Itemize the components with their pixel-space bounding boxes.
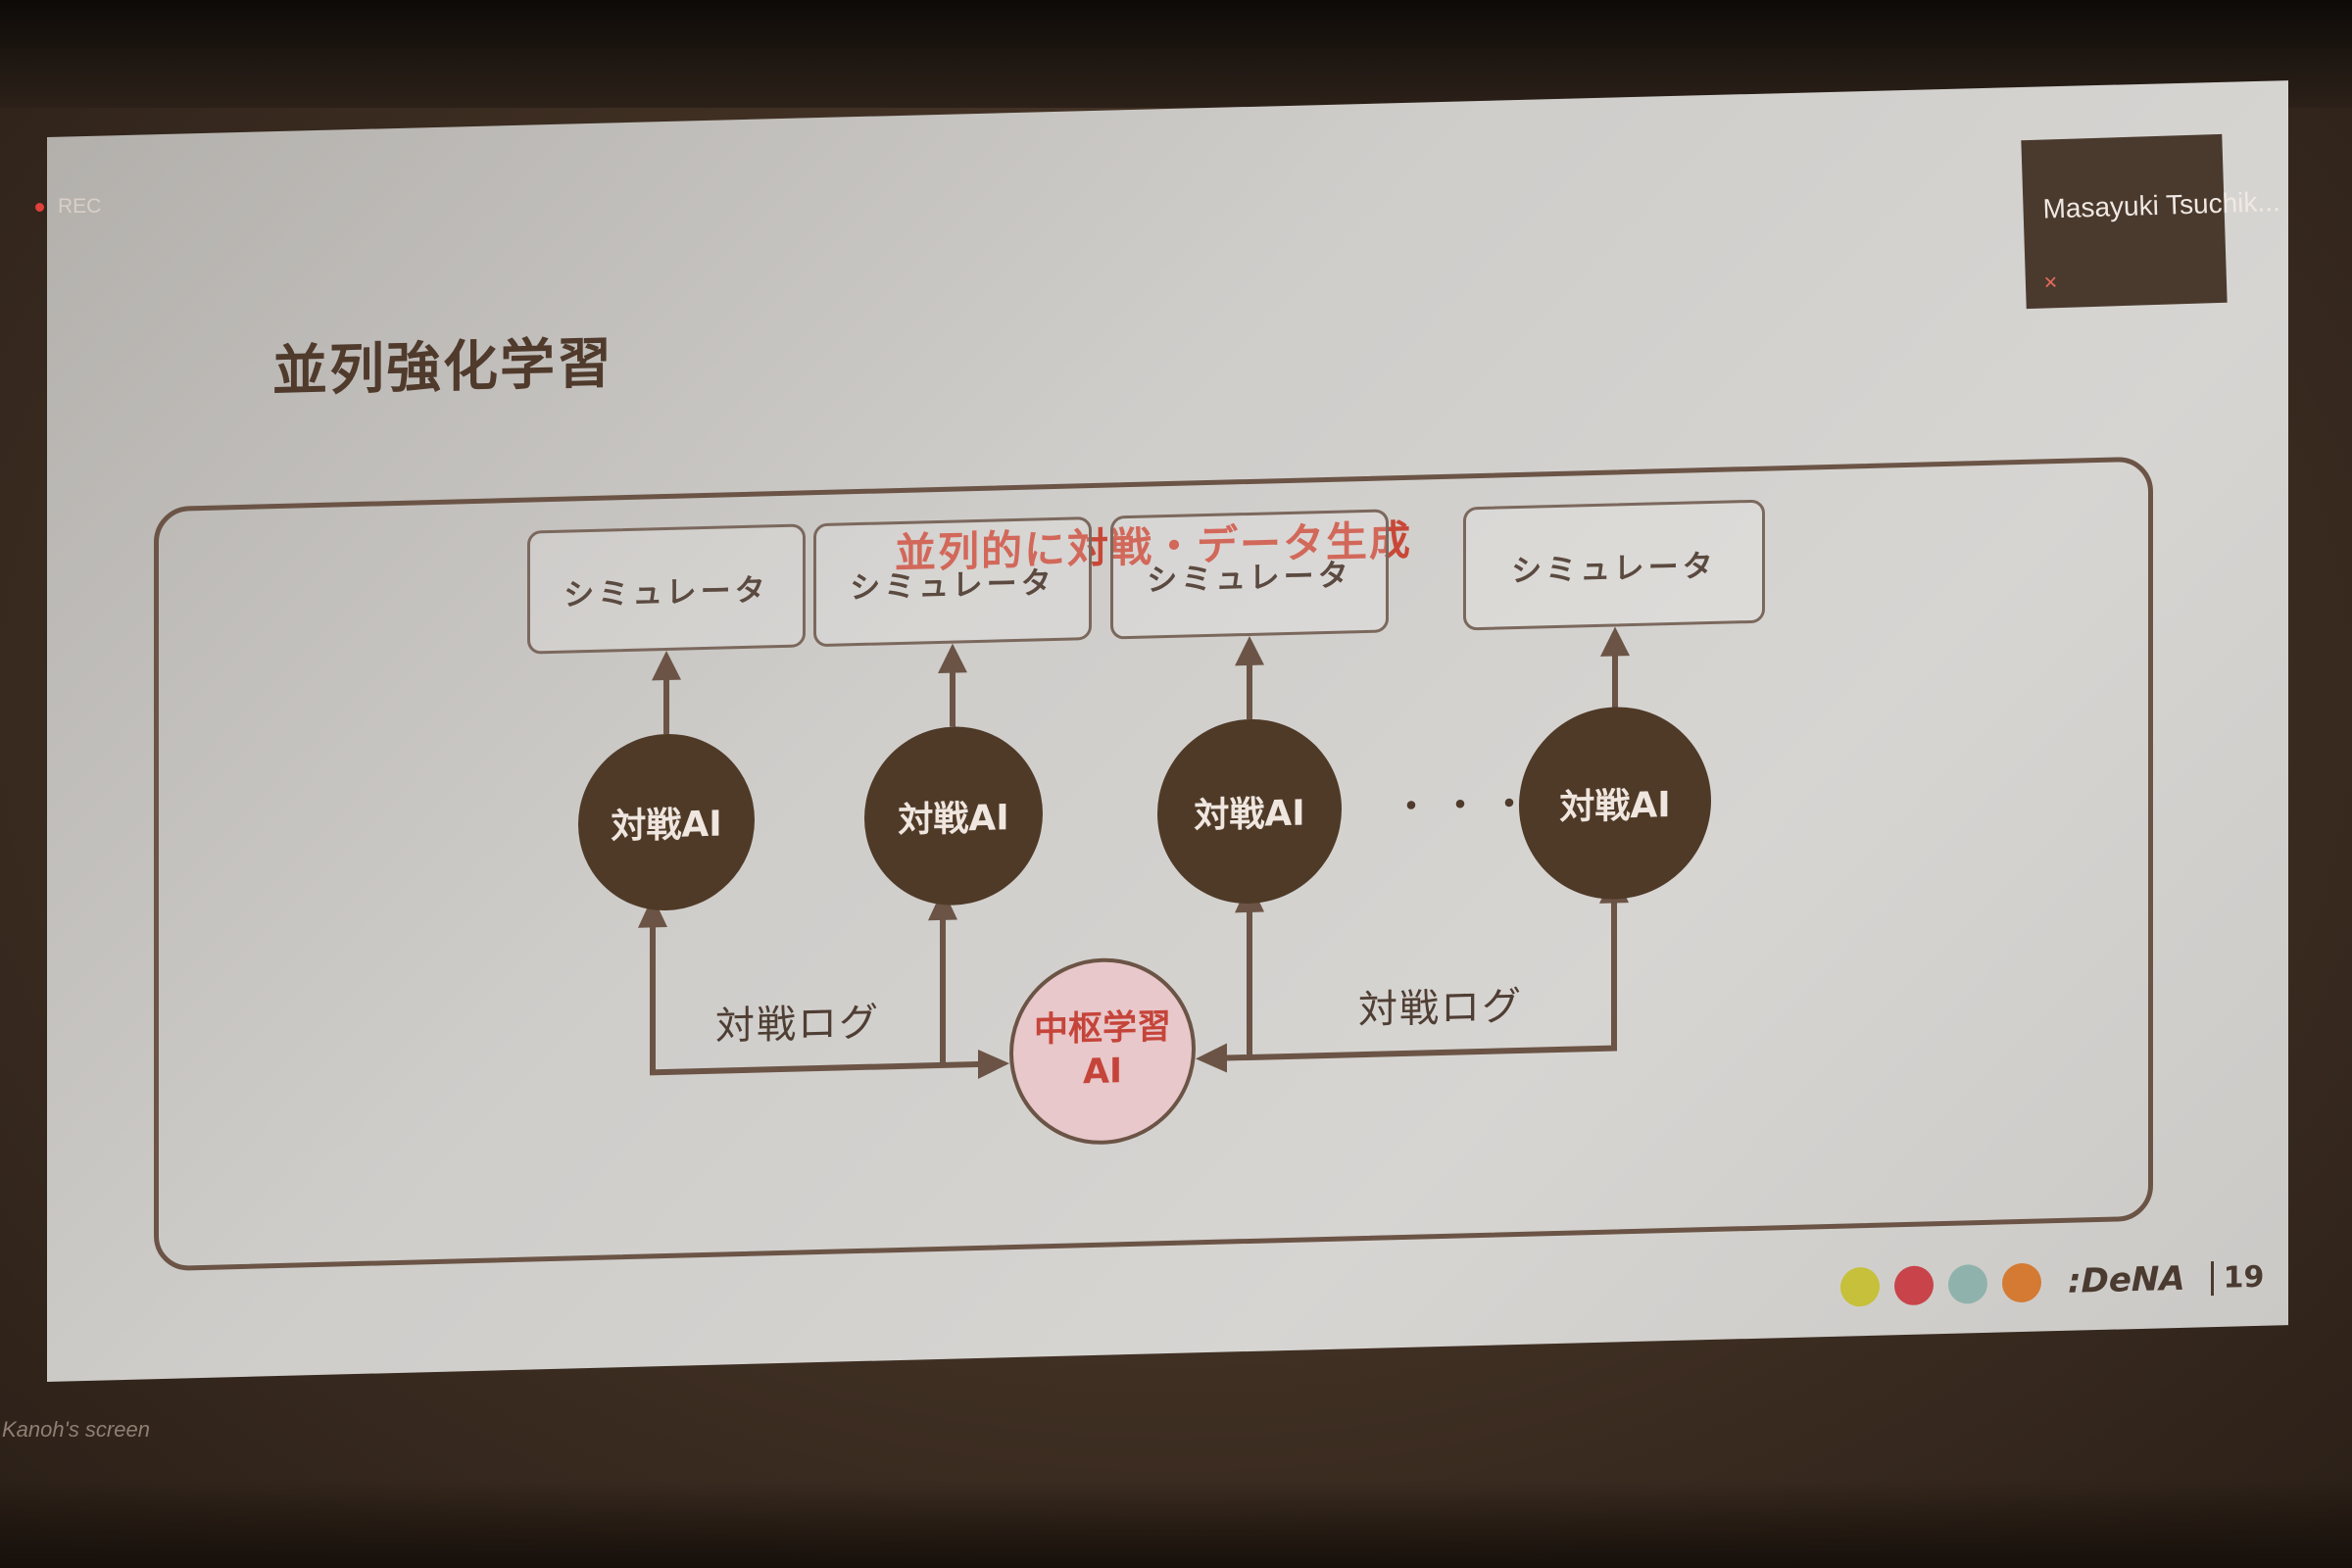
- record-dot-icon: [35, 202, 44, 212]
- left-log-vertical-2: [940, 917, 946, 1065]
- ai-to-sim-arrowhead-1: [652, 651, 681, 681]
- page-number: 19: [2210, 1259, 2265, 1296]
- slide-footer: :DeNA 19: [1840, 1248, 2265, 1317]
- footer-dot-yellow: [1840, 1266, 1880, 1307]
- speaker-video-tile[interactable]: Masayuki Tsuchik... ✕: [2021, 133, 2280, 310]
- ai-to-sim-arrowhead-4: [1600, 626, 1630, 657]
- mic-muted-icon: ✕: [2042, 272, 2059, 294]
- ai-to-sim-line-2: [950, 670, 956, 727]
- ai-to-sim-arrowhead-3: [1235, 635, 1264, 666]
- bottom-dark-band: [0, 1480, 2352, 1568]
- ai-to-sim-arrowhead-2: [938, 643, 967, 673]
- ai-to-sim-line-4: [1612, 654, 1618, 710]
- log-label-left: 対戦ログ: [715, 1000, 880, 1050]
- central-ai-line-1: 中枢学習: [1033, 1007, 1171, 1051]
- ai-to-sim-line-1: [663, 677, 669, 735]
- presentation-slide: 並列強化学習 並列的に対戦・データ生成: [47, 80, 2288, 1383]
- recording-label: REC: [58, 195, 102, 218]
- left-log-arrowhead-up-1: [638, 896, 667, 928]
- footer-dot-teal: [1948, 1263, 1987, 1304]
- simulator-box-3: シミュレータ: [1110, 509, 1389, 640]
- right-log-vertical-2: [1611, 901, 1617, 1049]
- screen-share-owner-label: Kanoh's screen: [2, 1417, 150, 1442]
- simulator-box-2: シミュレータ: [813, 516, 1092, 648]
- right-log-horizontal: [1221, 1045, 1617, 1061]
- footer-dot-orange: [2002, 1262, 2041, 1303]
- diagram-connectors: [638, 626, 1630, 1079]
- footer-dot-red: [1894, 1265, 1934, 1306]
- left-log-vertical-1: [650, 925, 656, 1073]
- right-log-vertical-1: [1247, 909, 1252, 1058]
- simulator-box-4: シミュレータ: [1463, 499, 1765, 631]
- ai-to-sim-line-3: [1247, 662, 1252, 720]
- left-log-horizontal: [650, 1060, 983, 1076]
- left-log-arrowhead-right: [978, 1049, 1009, 1079]
- simulator-box-1: シミュレータ: [527, 523, 806, 655]
- central-ai-line-2: AI: [1082, 1052, 1123, 1093]
- recording-indicator: REC: [35, 192, 101, 221]
- right-log-arrowhead-left: [1196, 1043, 1227, 1073]
- dena-logo: :DeNA: [2068, 1258, 2185, 1301]
- ellipsis: ・・・: [1392, 781, 1539, 831]
- log-label-right: 対戦ログ: [1358, 983, 1523, 1034]
